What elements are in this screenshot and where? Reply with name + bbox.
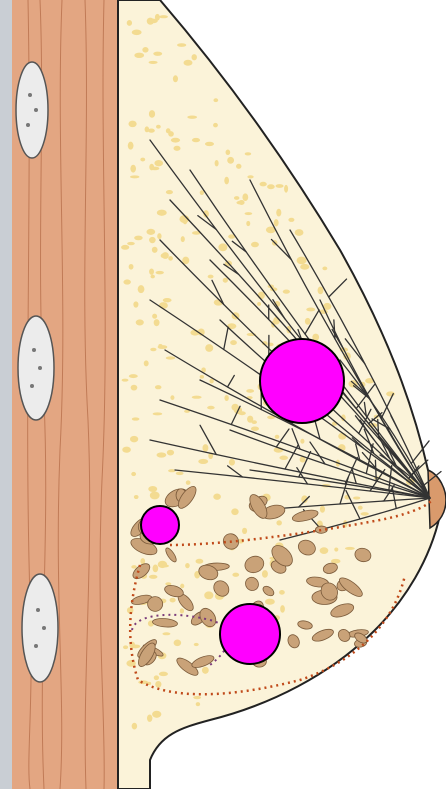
rib-3 xyxy=(22,574,58,682)
rib-2 xyxy=(18,316,54,420)
nipple xyxy=(428,470,446,528)
marker-large xyxy=(260,339,344,423)
rib-1 xyxy=(16,62,48,158)
marker-small xyxy=(141,506,179,544)
marker-medium xyxy=(220,604,280,664)
chest-wall-edge xyxy=(0,0,12,789)
